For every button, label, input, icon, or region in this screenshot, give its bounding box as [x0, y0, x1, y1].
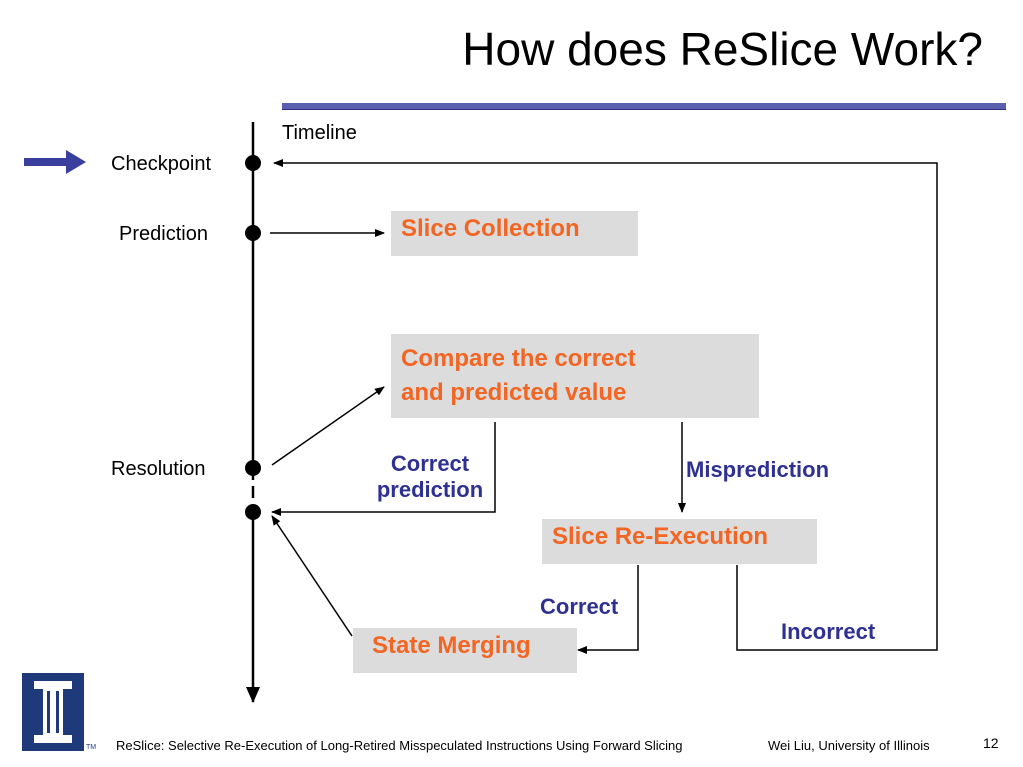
compare-box-line1: Compare the correct: [401, 345, 636, 372]
arrow-resolution-to-compare: [271, 386, 385, 466]
arrow-incorrect-to-checkpoint: [273, 159, 938, 651]
checkpoint-dot: [245, 155, 261, 171]
resume-dot: [245, 504, 261, 520]
prediction-label: Prediction: [119, 223, 208, 245]
misprediction-label: Misprediction: [686, 457, 830, 482]
correct-prediction-label-line1: Correct: [390, 451, 470, 476]
title-underline: [282, 103, 1006, 110]
incorrect-label: Incorrect: [781, 619, 876, 644]
trademark-mark: TM: [86, 744, 97, 751]
correct-prediction-label: Correct prediction: [366, 451, 494, 503]
resolution-label: Resolution: [111, 458, 206, 480]
page-number: 12: [983, 735, 999, 751]
timeline-label: Timeline: [282, 122, 357, 144]
compare-box-line2: and predicted value: [401, 379, 627, 406]
slide-title: How does ReSlice Work?: [462, 23, 983, 75]
checkpoint-label: Checkpoint: [111, 153, 212, 175]
correct-prediction-label-line2: prediction: [376, 477, 484, 502]
prediction-dot: [245, 225, 261, 241]
arrow-correct-prediction: [271, 422, 496, 516]
university-column-logo: [22, 673, 84, 751]
arrow-right-icon: [24, 150, 86, 174]
footer-paper-title: ReSlice: Selective Re-Execution of Long-…: [116, 738, 683, 753]
footer-author: Wei Liu, University of Illinois: [768, 738, 930, 753]
slice-reexecution-box: Slice Re-Execution: [542, 519, 817, 564]
resolution-dot: [245, 460, 261, 476]
compare-box: Compare the correct and predicted value: [391, 334, 759, 418]
state-merging-box: State Merging: [353, 628, 577, 673]
arrow-merging-to-timeline: [271, 515, 353, 637]
arrow-correct-to-merging: [577, 565, 639, 654]
slice-collection-box: Slice Collection: [391, 211, 638, 256]
correct-label: Correct: [540, 594, 619, 619]
